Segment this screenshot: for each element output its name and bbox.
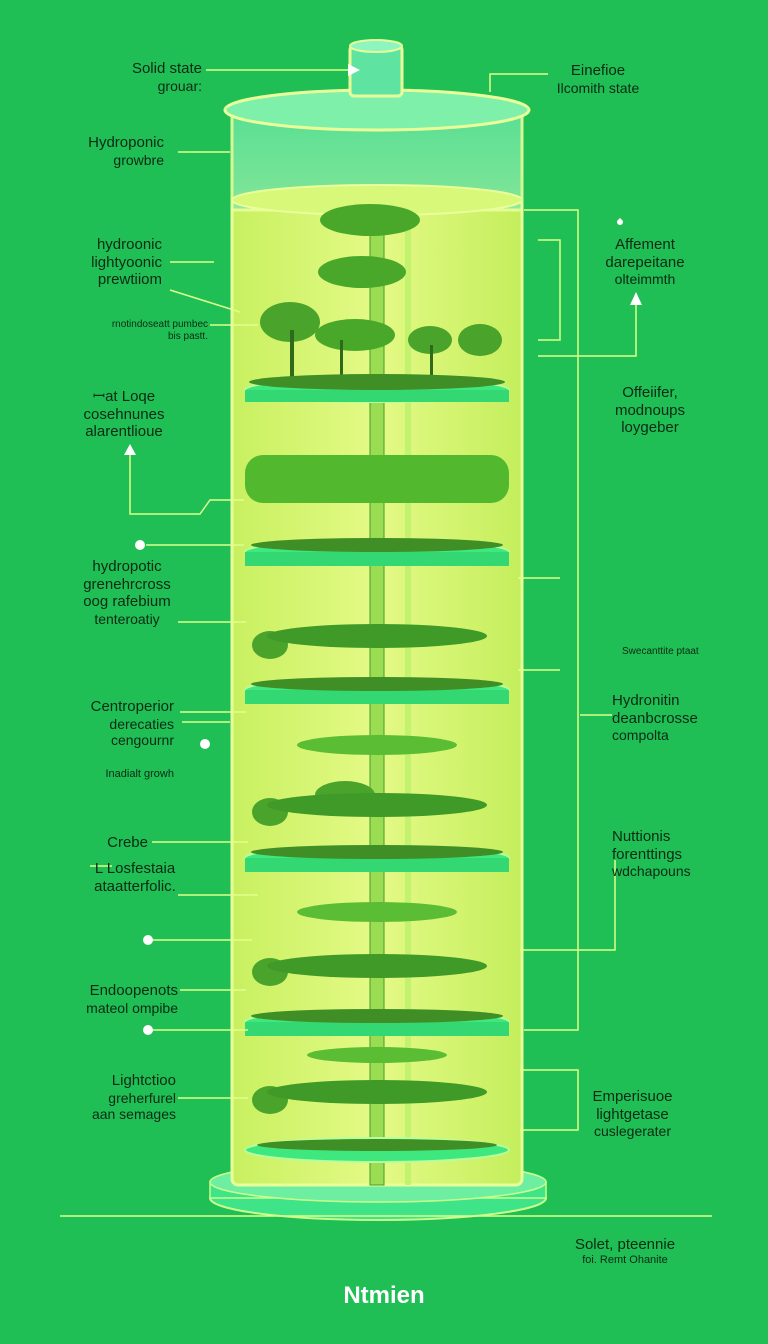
label-crebe: Crebe [107,834,148,851]
connector-arrows [124,64,642,455]
connector-dots [135,219,623,1035]
label-swecanttite: Swecanttite ptaat [622,646,699,657]
label-inadialt-growh: Inadialt growh [105,768,175,780]
connector-lines [60,69,712,1217]
footer-title: Ntmien [343,1282,425,1309]
plant-foliage [245,204,509,1151]
